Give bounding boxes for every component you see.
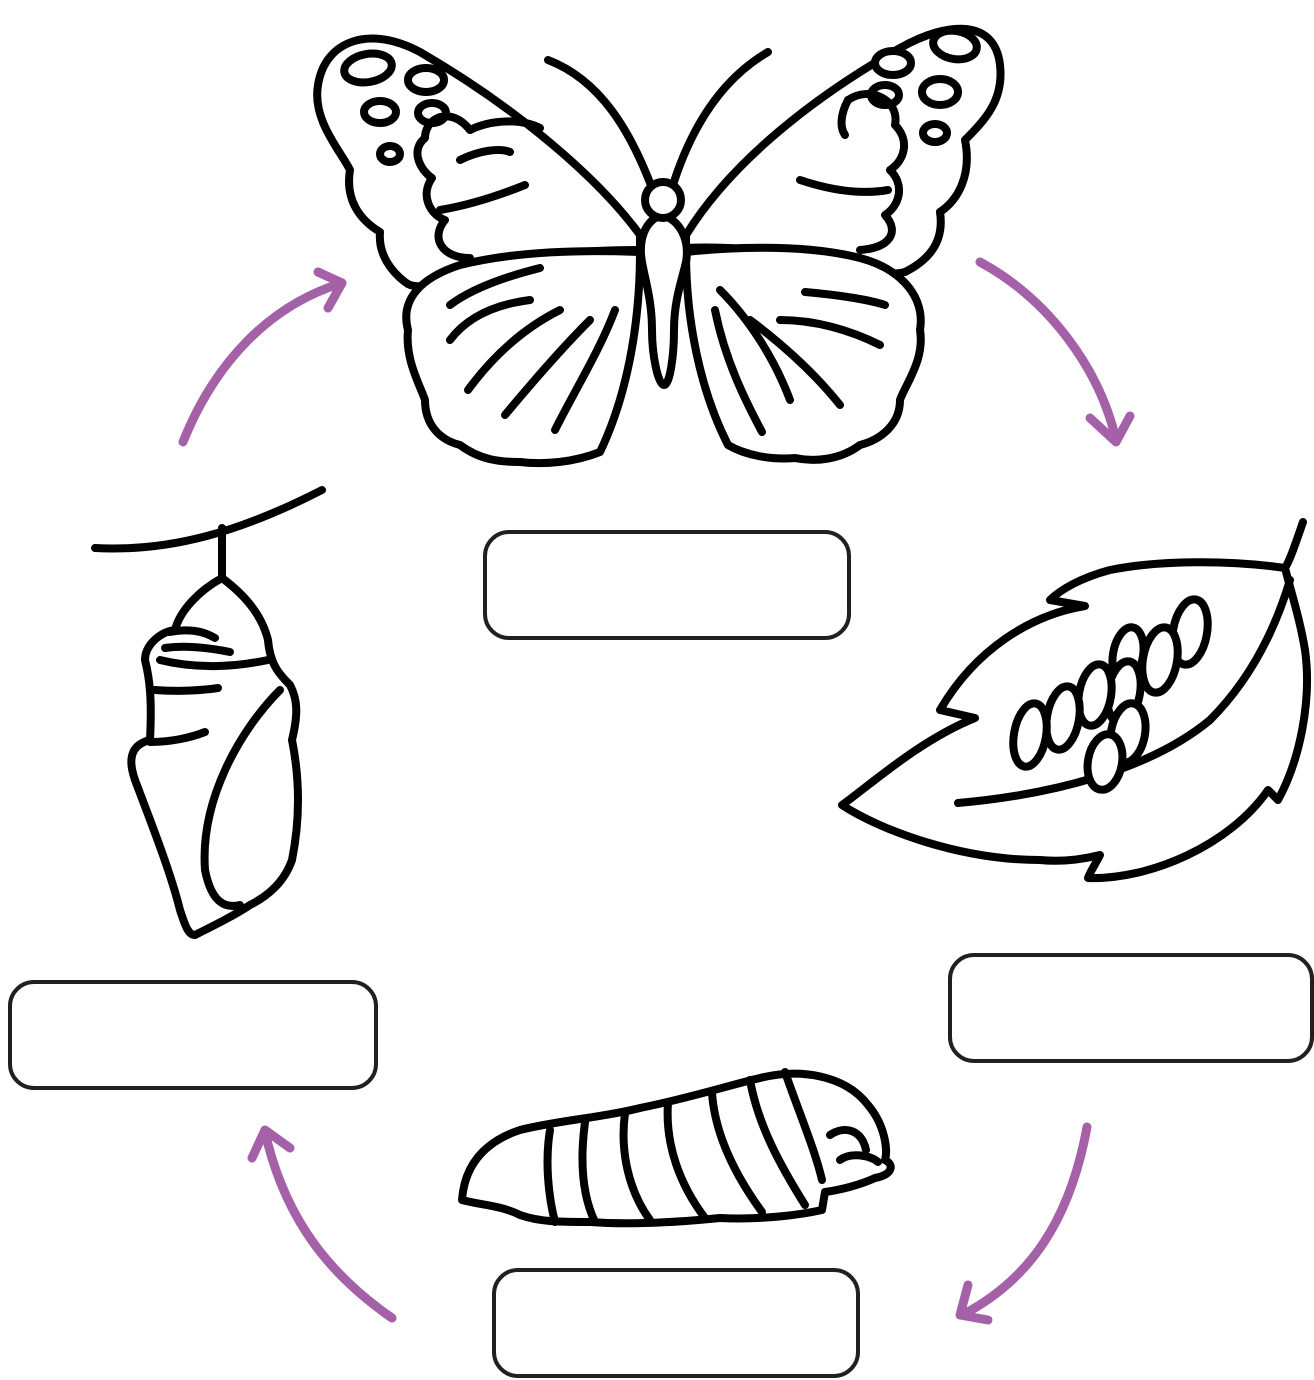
eggs-on-leaf-icon [842, 522, 1307, 878]
caterpillar-icon [462, 1072, 891, 1223]
chrysalis-icon [95, 490, 322, 935]
pupa-stage-label-box[interactable] [8, 980, 378, 1090]
larva-stage-label-box[interactable] [492, 1268, 860, 1378]
egg-stage-label-box[interactable] [948, 953, 1314, 1063]
adult-stage-label-box[interactable] [483, 530, 851, 640]
arrow-adult-to-egg [980, 262, 1130, 442]
arrow-larva-to-pupa [252, 1130, 392, 1318]
arrow-pupa-to-adult [183, 272, 342, 442]
arrow-egg-to-larva [960, 1127, 1087, 1320]
butterfly-icon [317, 27, 1000, 463]
